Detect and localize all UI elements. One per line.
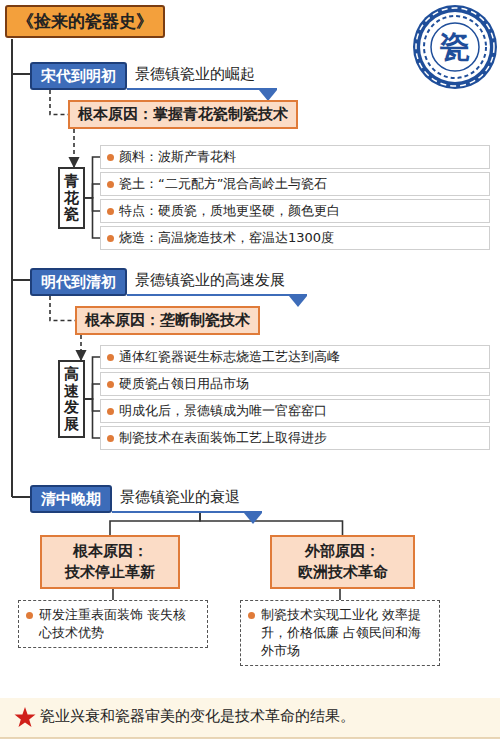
connector [50,90,68,115]
box-text: 根本原因：掌握青花瓷制瓷技术 [78,105,288,124]
box-text: 研发注重表面装饰 丧失核心技术优势 [39,606,199,642]
connector [85,384,100,399]
box-text: 技术停止革新 [50,562,170,583]
point-box: 特点：硬质瓷，质地更坚硬，颜色更白 [100,199,490,223]
connector [80,335,82,360]
trunk-line [12,39,30,497]
box-text: 制瓷技术实现工业化 效率提升，价格低廉 占领民间和海外市场 [261,606,431,660]
box-text: 景德镇瓷业的衰退 [112,485,262,513]
box-text: 根本原因： [50,541,170,562]
connector [85,184,100,198]
emblem-glyph: 瓷 [435,27,475,67]
cause-box: 根本原因：掌握青花瓷制瓷技术 [68,100,298,129]
period-label: 明代到清初 [30,268,127,296]
connector [110,513,200,535]
box-text: 欧洲技术革命 [280,562,405,583]
connector [339,589,341,600]
box-text: 硬质瓷占领日用品市场 [119,376,483,392]
point-box: 颜料：波斯产青花料 [100,145,490,169]
cause-box: 根本原因：垄断制瓷技术 [75,306,260,335]
title: 《捡来的瓷器史》 [5,5,165,38]
period-label: 清中晚期 [30,485,112,513]
box-text: 外部原因： [280,541,405,562]
topic-box: 高速发展 [58,360,85,438]
connector [85,399,100,438]
connector [50,296,75,321]
point-box: 瓷土：“二元配方”混合高岭土与瓷石 [100,172,490,196]
box-text: 瓷土：“二元配方”混合高岭土与瓷石 [119,176,483,192]
point-box: 明成化后，景德镇成为唯一官窑窑口 [100,399,490,423]
box-text: 景德镇瓷业的崛起 [127,62,277,90]
connector [85,357,100,399]
emblem [413,5,497,89]
box-text: 颜料：波斯产青花料 [119,149,483,165]
connector [112,589,114,600]
box-text: 明成化后，景德镇成为唯一官窑窑口 [119,403,483,419]
star-symbol [15,707,36,727]
box-text: 制瓷技术在表面装饰工艺上取得进步 [119,430,483,446]
note-box: 研发注重表面装饰 丧失核心技术优势 [18,600,208,648]
connector [73,129,75,167]
connector [85,198,100,238]
point-box: 烧造：高温烧造技术，窑温达1300度 [100,226,490,250]
caption-strip [0,698,500,738]
cause-box: 外部原因：欧洲技术革命 [270,535,415,589]
box-text: 高速发展 [64,366,79,432]
point-box: 制瓷技术在表面装饰工艺上取得进步 [100,426,490,450]
topic-box: 青花瓷 [58,167,85,229]
period-band: 宋代到明初景德镇瓷业的崛起 [30,62,277,90]
period-band: 清中晚期景德镇瓷业的衰退 [30,485,262,513]
caption: 瓷业兴衰和瓷器审美的变化是技术革命的结果。 [40,707,355,726]
box-text: 根本原因：垄断制瓷技术 [85,311,250,330]
box-text: 特点：硬质瓷，质地更坚硬，颜色更白 [119,203,483,219]
connector [200,513,343,535]
box-text: 通体红瓷器诞生标志烧造工艺达到高峰 [119,349,483,365]
cause-box: 根本原因：技术停止革新 [40,535,180,589]
point-box: 硬质瓷占领日用品市场 [100,372,490,396]
connector [85,157,100,198]
note-box: 制瓷技术实现工业化 效率提升，价格低廉 占领民间和海外市场 [240,600,440,666]
box-text: 烧造：高温烧造技术，窑温达1300度 [119,230,483,246]
box-text: 青花瓷 [64,173,79,223]
box-text: 景德镇瓷业的高速发展 [127,268,307,296]
period-label: 宋代到明初 [30,62,127,90]
point-box: 通体红瓷器诞生标志烧造工艺达到高峰 [100,345,490,369]
period-band: 明代到清初景德镇瓷业的高速发展 [30,268,307,296]
